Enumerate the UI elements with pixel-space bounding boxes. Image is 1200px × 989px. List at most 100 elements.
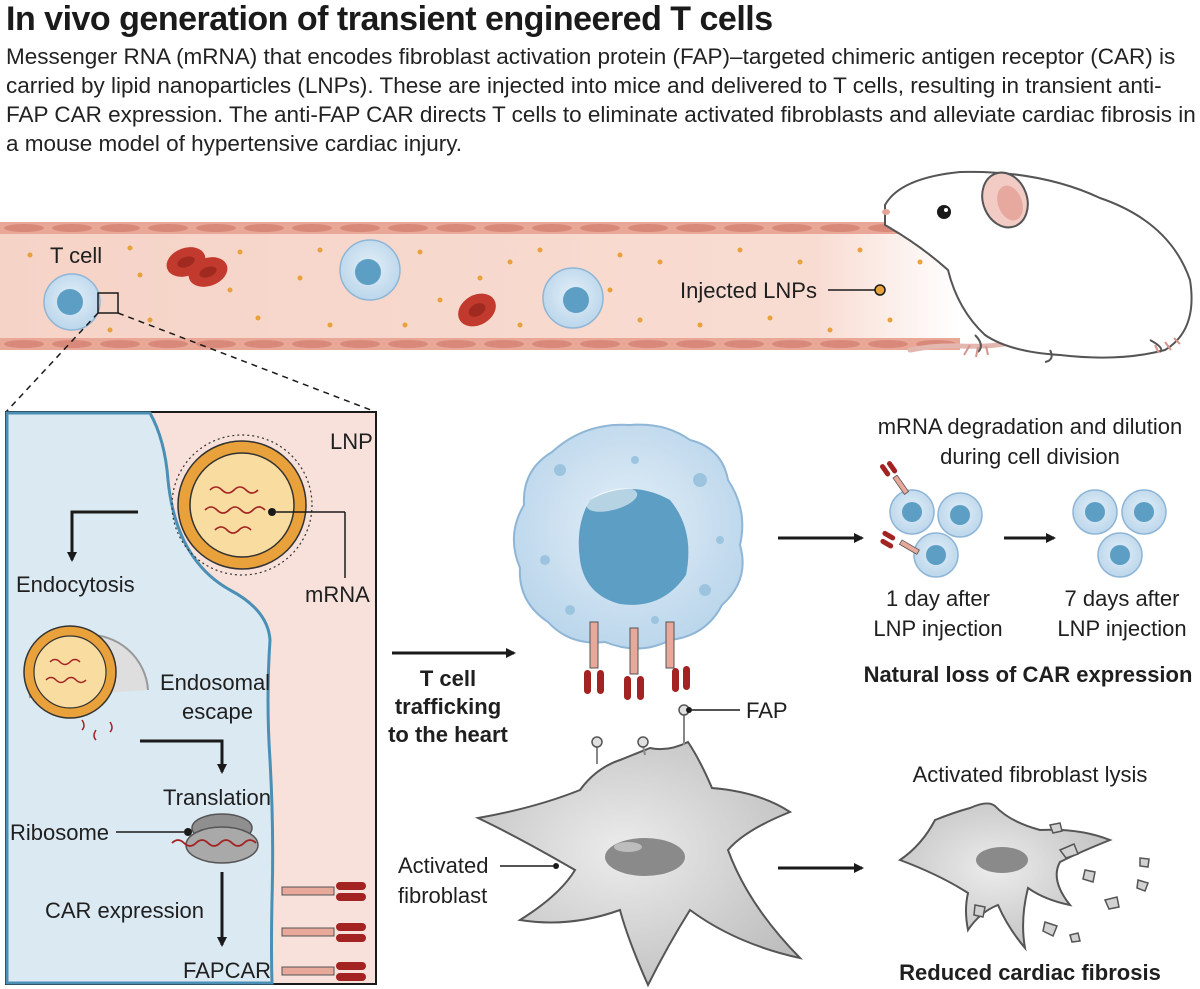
car-expression-label: CAR expression xyxy=(45,898,204,923)
figure-subtitle: Messenger RNA (mRNA) that encodes fibrob… xyxy=(6,44,1196,156)
vessel-wall-cell xyxy=(340,340,380,348)
vessel-wall-cell xyxy=(100,224,140,232)
vessel-wall-cell xyxy=(388,224,428,232)
lnp-dot xyxy=(297,275,303,281)
day1-label-line2: LNP injection xyxy=(873,616,1002,641)
vessel-wall-cell xyxy=(436,340,476,348)
lnp-dot xyxy=(607,287,613,293)
endocytosis-arrow xyxy=(67,510,138,562)
trafficking-label-line2: trafficking xyxy=(395,694,501,719)
activated-fibroblast-label-line2: fibroblast xyxy=(398,883,487,908)
vessel-wall-cell xyxy=(100,340,140,348)
day7-label-line1: 7 days after xyxy=(1065,586,1180,611)
day7-cell xyxy=(1072,489,1118,535)
vessel-wall-cell xyxy=(148,224,188,232)
fap-pointer-dot xyxy=(686,707,692,713)
lnp-dot xyxy=(857,247,863,253)
car-t-cell xyxy=(512,423,744,650)
vessel-wall-cell xyxy=(772,340,812,348)
vessel-top-wall xyxy=(0,222,960,234)
lnp-dot xyxy=(697,322,703,328)
lnp-dot xyxy=(402,322,408,328)
vessel-wall-cell xyxy=(196,340,236,348)
vessel-wall-cell xyxy=(292,224,332,232)
vessel-wall-cell xyxy=(484,340,524,348)
lnp-label: LNP xyxy=(330,429,373,454)
vessel-wall-cell xyxy=(340,224,380,232)
fibroblast-pointer-dot xyxy=(553,863,559,869)
zoom-line-left xyxy=(5,312,99,413)
surface-car xyxy=(584,621,604,694)
degradation-label-line2: during cell division xyxy=(940,444,1120,469)
vessel-wall-cell xyxy=(628,340,668,348)
lnp-dot xyxy=(477,275,483,281)
vessel-wall-cell xyxy=(580,340,620,348)
vessel-wall-cell xyxy=(628,224,668,232)
lnp-dot xyxy=(917,259,923,265)
fapcar-label: FAPCAR xyxy=(183,958,271,983)
ribosome-label: Ribosome xyxy=(10,820,109,845)
vessel-wall-cell xyxy=(532,224,572,232)
endocytosis-label: Endocytosis xyxy=(16,572,135,597)
surface-car-small xyxy=(879,461,910,495)
lnp-dot xyxy=(317,247,323,253)
vessel-wall-cell xyxy=(244,340,284,348)
surface-car xyxy=(665,621,690,692)
vessel-wall-cell xyxy=(676,224,716,232)
day7-cell xyxy=(1121,489,1167,535)
lnp-dot xyxy=(537,247,543,253)
lnp-dot xyxy=(327,322,333,328)
day7-cell xyxy=(1097,532,1143,578)
t-cell xyxy=(339,239,401,301)
vessel-wall-cell xyxy=(244,224,284,232)
vessel-wall-cell xyxy=(676,340,716,348)
red-blood-cell xyxy=(458,293,496,327)
mrna-label: mRNA xyxy=(305,582,370,607)
red-blood-cell xyxy=(166,247,228,287)
membrane-car xyxy=(281,882,366,901)
lnp-dot xyxy=(827,327,833,333)
activated-fibroblast xyxy=(474,740,804,988)
surface-car xyxy=(624,627,644,700)
zoom-line-right xyxy=(117,312,377,413)
figure-title: In vivo generation of transient engineer… xyxy=(6,0,773,38)
vessel-bottom-wall xyxy=(0,338,960,350)
fap-antigen xyxy=(591,704,690,764)
lnp-dot xyxy=(657,259,663,265)
natural-loss-label: Natural loss of CAR expression xyxy=(864,662,1193,687)
surface-car-small xyxy=(880,530,920,555)
membrane-car xyxy=(281,923,366,942)
day7-label-line2: LNP injection xyxy=(1057,616,1186,641)
fap-label: FAP xyxy=(746,698,788,723)
lnp-dot xyxy=(507,259,513,265)
lnp-dot xyxy=(237,249,243,255)
vessel-wall-cell xyxy=(52,224,92,232)
vessel-wall-cell xyxy=(292,340,332,348)
lnp-dot xyxy=(637,317,643,323)
vessel-wall-cell xyxy=(868,340,908,348)
day1-cell xyxy=(913,532,959,578)
vessel-wall-cell xyxy=(196,224,236,232)
day1-cell xyxy=(937,492,983,538)
activated-fibroblast-label-line1: Activated xyxy=(398,853,489,878)
lnp-dot xyxy=(797,259,803,265)
lnp-particles xyxy=(27,245,923,333)
vessel-wall-cell xyxy=(52,340,92,348)
mouse-illustration xyxy=(882,170,1193,363)
t-cell xyxy=(43,273,101,331)
degradation-label-line1: mRNA degradation and dilution xyxy=(878,414,1183,439)
vessel-wall-cell xyxy=(148,340,188,348)
injected-lnps-label: Injected LNPs xyxy=(680,278,817,303)
lnp-dot xyxy=(517,322,523,328)
vessel-wall-cell xyxy=(724,224,764,232)
vessel-wall-cell xyxy=(436,224,476,232)
lysed-fibroblast xyxy=(897,802,1150,952)
lysis-label: Activated fibroblast lysis xyxy=(913,762,1148,787)
vessel-wall-cell xyxy=(484,224,524,232)
lnp-dot xyxy=(737,247,743,253)
membrane-car xyxy=(281,962,366,981)
lnp-dot xyxy=(255,315,261,321)
lnp-dot xyxy=(107,327,113,333)
vessel-wall-cell xyxy=(820,340,860,348)
lnp-dot xyxy=(437,297,443,303)
